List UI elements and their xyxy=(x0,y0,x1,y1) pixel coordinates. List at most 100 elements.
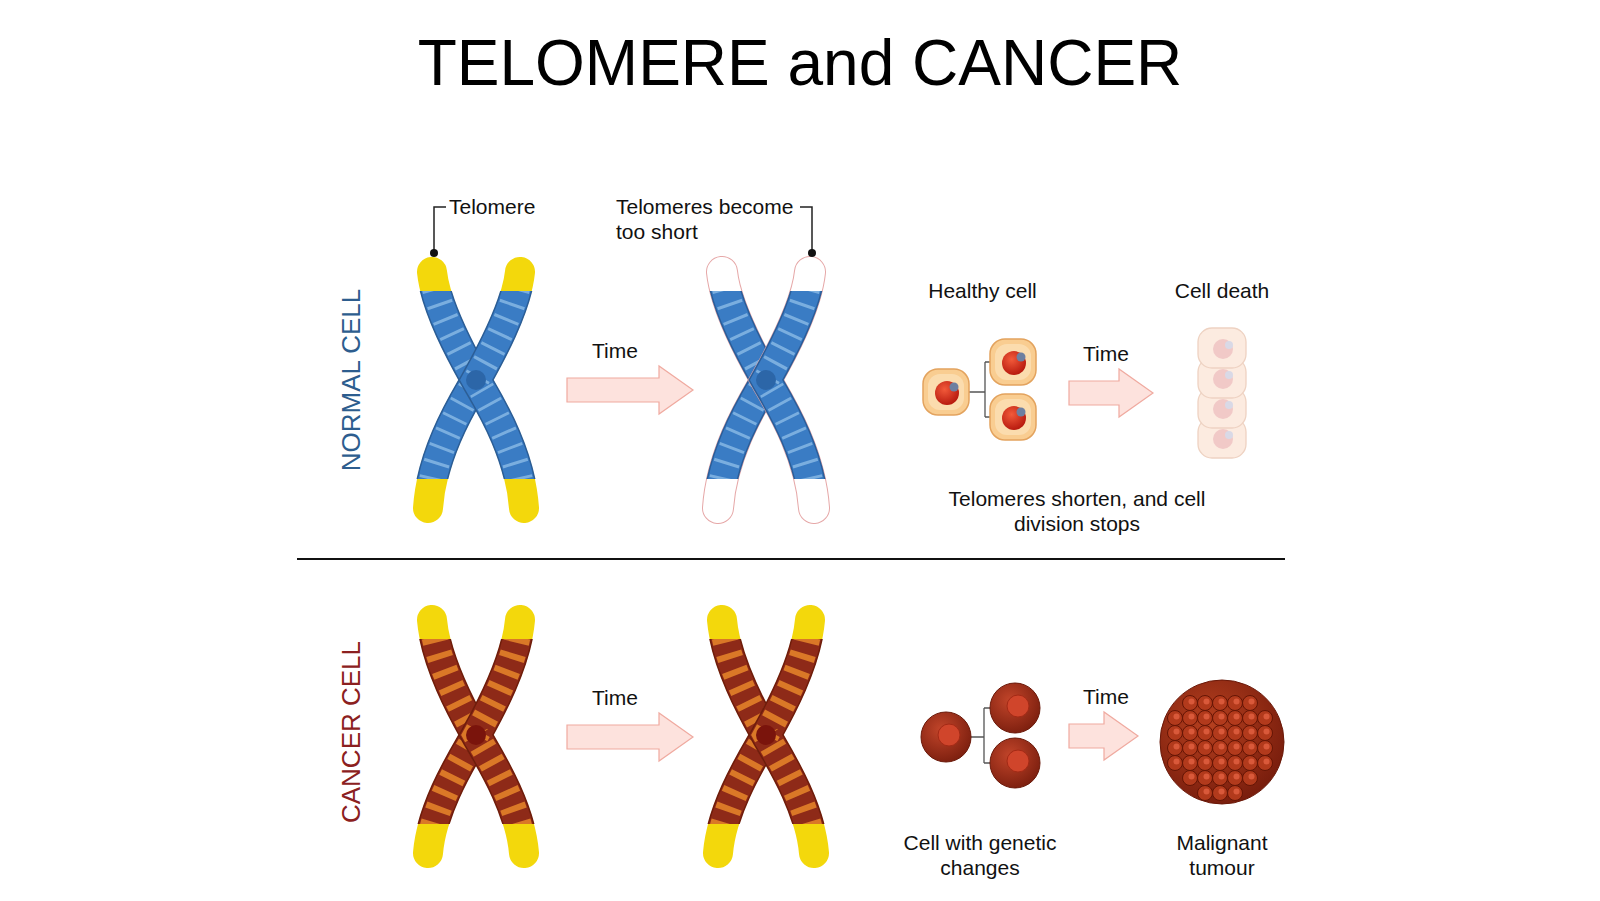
tumour-nucleus xyxy=(1264,714,1270,720)
cell-caption: Malignant tumour xyxy=(1144,830,1300,880)
leader-line xyxy=(800,207,812,253)
tumour-cell xyxy=(1183,696,1198,711)
telomere-outline xyxy=(766,272,814,508)
cell-art xyxy=(1162,278,1282,468)
nucleus xyxy=(1002,351,1026,375)
leader-dot xyxy=(430,249,438,257)
cancer-cell xyxy=(990,683,1040,733)
tumour-cell xyxy=(1213,771,1228,786)
tumour-cell xyxy=(1198,726,1213,741)
tumour-cell xyxy=(1243,711,1258,726)
cell-caption: Healthy cell xyxy=(902,278,1063,303)
tumour-cell xyxy=(1213,726,1228,741)
tumour-nucleus xyxy=(1204,789,1210,795)
tumour-nucleus xyxy=(1189,714,1195,720)
tumour-cell xyxy=(1228,726,1243,741)
dead-cell-group: Cell death xyxy=(1159,278,1285,468)
tumour-cell xyxy=(1213,756,1228,771)
tumour-cell xyxy=(1168,726,1183,741)
cell-membrane xyxy=(923,369,969,415)
chromosome xyxy=(428,272,524,508)
tumour-nucleus xyxy=(1189,729,1195,735)
tumour-nucleus xyxy=(1174,759,1180,765)
centromere xyxy=(756,725,776,745)
nucleus xyxy=(1213,339,1233,359)
tumour-nucleus xyxy=(1204,729,1210,735)
cancer-cell-group: Cell with genetic changes xyxy=(897,670,1063,880)
leader-line xyxy=(434,207,446,253)
cancer-cell xyxy=(990,738,1040,788)
row-label: CANCER CELL xyxy=(336,641,367,823)
nucleus xyxy=(1007,695,1029,717)
time-label: Time xyxy=(1083,341,1129,366)
tumour-cell xyxy=(1228,711,1243,726)
tumour-cell-group: Malignant tumour xyxy=(1144,670,1300,880)
tumour-nucleus xyxy=(1204,774,1210,780)
healthy-cell-group: Healthy cell xyxy=(902,278,1063,450)
tumour-nucleus xyxy=(1189,699,1195,705)
tumour-nucleus xyxy=(1219,744,1225,750)
cell-body xyxy=(990,683,1040,733)
tumour-nucleus xyxy=(1264,729,1270,735)
tumour-nucleus xyxy=(1249,714,1255,720)
tumour-nucleus xyxy=(1174,714,1180,720)
nucleolus xyxy=(1017,408,1026,417)
healthy-cell xyxy=(923,369,969,415)
tumour-cell xyxy=(1183,711,1198,726)
tumour-nucleus xyxy=(1189,774,1195,780)
tumour-cell xyxy=(1198,756,1213,771)
tumour-cell xyxy=(1198,711,1213,726)
chromosome xyxy=(718,620,814,853)
tumour-cell xyxy=(1213,786,1228,801)
cytoplasm xyxy=(928,374,964,410)
leader-dot xyxy=(808,249,816,257)
tumour-nucleus xyxy=(1249,744,1255,750)
title: TELOMERE and CANCER xyxy=(0,28,1600,98)
chromosome xyxy=(718,272,814,508)
nucleus xyxy=(1213,429,1233,449)
tumour-cell xyxy=(1183,741,1198,756)
cell-caption: Cell death xyxy=(1159,278,1285,303)
time-label: Time xyxy=(592,685,638,710)
nucleus xyxy=(1002,406,1026,430)
tumour-cell xyxy=(1168,711,1183,726)
tumour-nucleus xyxy=(1174,729,1180,735)
time-arrow xyxy=(1069,712,1138,760)
tumour-cell xyxy=(1198,771,1213,786)
tumour-mass xyxy=(1160,680,1284,804)
tumour-cell xyxy=(1183,726,1198,741)
tumour-cell xyxy=(1243,771,1258,786)
tumour-nucleus xyxy=(1249,699,1255,705)
tumour-cell xyxy=(1213,741,1228,756)
tumour-nucleus xyxy=(1219,789,1225,795)
tumour-cell xyxy=(1243,741,1258,756)
nucleolus xyxy=(950,383,959,392)
tumour-cell xyxy=(1183,756,1198,771)
nucleolus xyxy=(1225,341,1233,349)
tumour-nucleus xyxy=(1219,774,1225,780)
tumour-cell xyxy=(1243,696,1258,711)
bracket xyxy=(971,708,990,763)
cytoplasm xyxy=(995,344,1031,380)
tumour-cells xyxy=(1168,696,1273,801)
tumour-cell xyxy=(1258,726,1273,741)
tumour-nucleus xyxy=(1249,774,1255,780)
callout-label: Telomeres become too short xyxy=(616,194,806,244)
time-label: Time xyxy=(1083,684,1129,709)
tumour-nucleus xyxy=(1204,699,1210,705)
centromere xyxy=(756,370,776,390)
tumour-nucleus xyxy=(1219,729,1225,735)
tumour-cell xyxy=(1228,756,1243,771)
healthy-cell xyxy=(990,339,1036,385)
tumour-cell xyxy=(1213,696,1228,711)
tumour-cell xyxy=(1198,786,1213,801)
cell-membrane xyxy=(1198,328,1246,368)
tumour-nucleus xyxy=(1264,744,1270,750)
tumour-cell xyxy=(1213,711,1228,726)
tumour-cell xyxy=(1168,756,1183,771)
time-label: Time xyxy=(592,338,638,363)
tumour-nucleus xyxy=(1234,774,1240,780)
